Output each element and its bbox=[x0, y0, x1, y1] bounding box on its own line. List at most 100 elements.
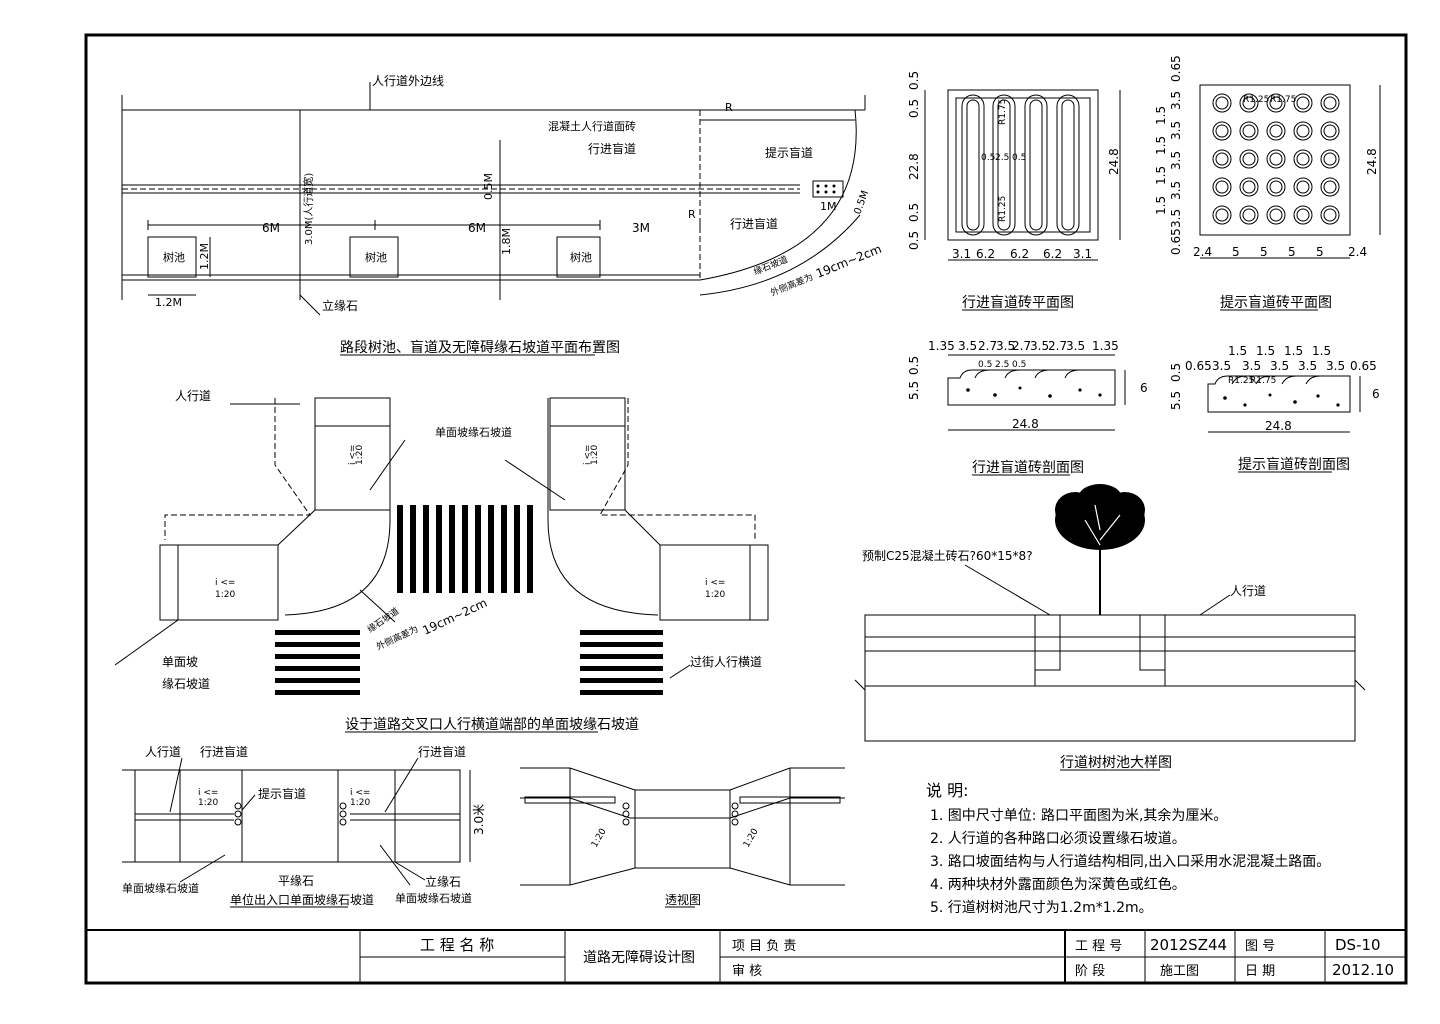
warning-dot-outer bbox=[1320, 177, 1340, 197]
warning-dot-outer bbox=[1212, 205, 1232, 225]
warning-dot-outer bbox=[1239, 121, 1259, 141]
label-dim-3m: 3M bbox=[632, 221, 650, 235]
crosswalk-stripe bbox=[462, 505, 468, 593]
label-dim-1m: 1M bbox=[820, 200, 837, 213]
warning-dot-outer bbox=[1266, 149, 1286, 169]
ent-width: 3.0米 bbox=[472, 804, 486, 835]
warning-dot-outer bbox=[1239, 205, 1259, 225]
crosswalk-stripe bbox=[423, 505, 429, 593]
label-dim-05m: 0.5M bbox=[482, 173, 495, 200]
warning-dot-inner bbox=[1215, 152, 1229, 166]
note-2: 2. 人行道的各种路口必须设置缘石坡道。 bbox=[930, 831, 1186, 847]
gsec-top2-2: 0.5 bbox=[1012, 360, 1026, 370]
int-label-ramp-left-a: 单面坡 bbox=[162, 655, 198, 669]
guide-tile-plan-title: 行进盲道砖平面图 bbox=[962, 294, 1074, 311]
crosswalk-stripe bbox=[580, 654, 663, 659]
warning-dot-outer bbox=[1212, 149, 1232, 169]
int-slope-v4: 1:20 bbox=[705, 590, 725, 600]
wsec-top2-5: 3.5 bbox=[1326, 359, 1345, 373]
wsec-top2-4: 3.5 bbox=[1298, 359, 1317, 373]
ent-slope-i1: i <= bbox=[198, 788, 218, 798]
label-guide-path-2: 行进盲道 bbox=[730, 216, 778, 231]
label-radius-r2: R bbox=[688, 208, 696, 221]
tb-project-no: 2012SZ44 bbox=[1150, 936, 1227, 954]
guide-inner-2: 2.5 bbox=[995, 153, 1009, 163]
warning-dot-outer bbox=[1266, 177, 1286, 197]
label-warning-path: 提示盲道 bbox=[765, 145, 813, 160]
warn-dim-left-10: 0.65 bbox=[1169, 228, 1183, 255]
warning-dot-outer bbox=[1239, 177, 1259, 197]
wsec-top3-0: R1.25 bbox=[1228, 376, 1254, 386]
warn-dim-left-8: 1.5 bbox=[1154, 196, 1168, 215]
warn-inner-0: R1.25 bbox=[1243, 95, 1269, 105]
int-label-sidewalk: 人行道 bbox=[175, 389, 211, 403]
warning-dot-inner bbox=[1296, 180, 1310, 194]
guide-inner-1: 0.5 bbox=[981, 153, 995, 163]
guide-dim-bottom-0: 3.1 bbox=[952, 247, 971, 261]
warn-dim-bottom-1: 5 bbox=[1232, 245, 1240, 259]
warn-dim-bottom-2: 5 bbox=[1260, 245, 1268, 259]
warning-dot-outer bbox=[1239, 93, 1259, 113]
warn-dim-left-6: 1.5 bbox=[1154, 166, 1168, 185]
crosswalk-stripe bbox=[436, 505, 442, 593]
crosswalk-stripe bbox=[397, 505, 403, 593]
int-slope-3: i <= bbox=[215, 578, 235, 588]
warning-dot-inner bbox=[1296, 152, 1310, 166]
crosswalk-stripe bbox=[580, 642, 663, 647]
guide-dim-bottom-3: 6.2 bbox=[1043, 247, 1062, 261]
tb-drawing-name: 道路无障碍设计图 bbox=[583, 950, 695, 966]
gsec-top-3: 3.5 bbox=[996, 339, 1015, 353]
label-dim-05m-b: 0.5M bbox=[852, 189, 871, 216]
ent-label-flat-curb: 平缘石 bbox=[278, 874, 314, 888]
wsec-left-1: 0.5 bbox=[1169, 363, 1183, 382]
wsec-top2-0: 0.65 bbox=[1185, 359, 1212, 373]
int-label-ramp: 单面坡缘石坡道 bbox=[435, 425, 512, 439]
tree-pit-1 bbox=[147, 236, 197, 278]
gsec-top-0: 1.35 bbox=[928, 339, 955, 353]
warning-dot-inner bbox=[1215, 208, 1229, 222]
wsec-bottom: 24.8 bbox=[1265, 419, 1292, 433]
warn-dim-bottom-0: 2.4 bbox=[1193, 245, 1212, 259]
warning-dot-inner bbox=[1296, 124, 1310, 138]
warn-dim-left-2: 1.5 bbox=[1154, 106, 1168, 125]
guide-tile-plan: 0.5 0.5 22.8 0.5 0.5 24.8 3.1 6.2 6.2 6.… bbox=[907, 71, 1121, 311]
persp-slope-a: 1:20 bbox=[590, 827, 609, 850]
warning-dot-outer bbox=[1266, 93, 1286, 113]
ent-label-sidewalk: 人行道 bbox=[145, 745, 181, 759]
label-tree-pit-2: 树池 bbox=[365, 250, 387, 264]
guide-inner-4: R1.25 bbox=[998, 196, 1008, 222]
tree-pit-3 bbox=[556, 236, 601, 278]
warning-dot-inner bbox=[1323, 124, 1337, 138]
label-dim-6m-1: 6M bbox=[262, 221, 280, 235]
gsec-top-8: 1.35 bbox=[1092, 339, 1119, 353]
warning-dot-inner bbox=[1242, 180, 1256, 194]
int-slope-v1: 1:20 bbox=[355, 445, 365, 465]
guide-tile-section: 1.35 3.5 2.7 3.5 2.7 3.5 2.7 3.5 1.35 0.… bbox=[907, 339, 1148, 476]
gsec-top2-1: 2.5 bbox=[995, 360, 1009, 370]
warn-dim-left-4: 1.5 bbox=[1154, 136, 1168, 155]
ent-slope-v2: 1:20 bbox=[350, 798, 370, 808]
warn-dim-left-7: 3.5 bbox=[1169, 181, 1183, 200]
crosswalk-stripe bbox=[275, 690, 360, 695]
warning-dot-outer bbox=[1212, 177, 1232, 197]
warn-dim-left-0: 0.65 bbox=[1169, 55, 1183, 82]
ent-label-vertical-curb: 立缘石 bbox=[425, 874, 461, 889]
int-slope-2: i <= bbox=[583, 445, 593, 465]
warning-dot-outer bbox=[1320, 205, 1340, 225]
warning-dot-outer bbox=[1239, 149, 1259, 169]
warning-dot-outer bbox=[1320, 93, 1340, 113]
plan-view: 人行道外边线 混凝土人行道面砖 行进盲道 提示盲道 行进盲道 树池 树池 树池 … bbox=[121, 74, 884, 356]
warning-dot-inner bbox=[1242, 208, 1256, 222]
tree-pit-2 bbox=[349, 236, 399, 278]
guide-dim-left-1: 0.5 bbox=[907, 99, 921, 118]
int-slope-1: i <= bbox=[348, 445, 358, 465]
crosswalk-stripe bbox=[275, 630, 360, 635]
int-slope-4: i <= bbox=[705, 578, 725, 588]
warning-dot-inner bbox=[1215, 96, 1229, 110]
label-concrete-tile: 混凝土人行道面砖 bbox=[548, 119, 636, 133]
tb-stage-label: 阶 段 bbox=[1075, 964, 1105, 979]
gsec-top-2: 2.7 bbox=[978, 339, 997, 353]
ent-label-ramp-1: 单面坡缘石坡道 bbox=[122, 881, 199, 895]
warning-dot-outer bbox=[1212, 93, 1232, 113]
